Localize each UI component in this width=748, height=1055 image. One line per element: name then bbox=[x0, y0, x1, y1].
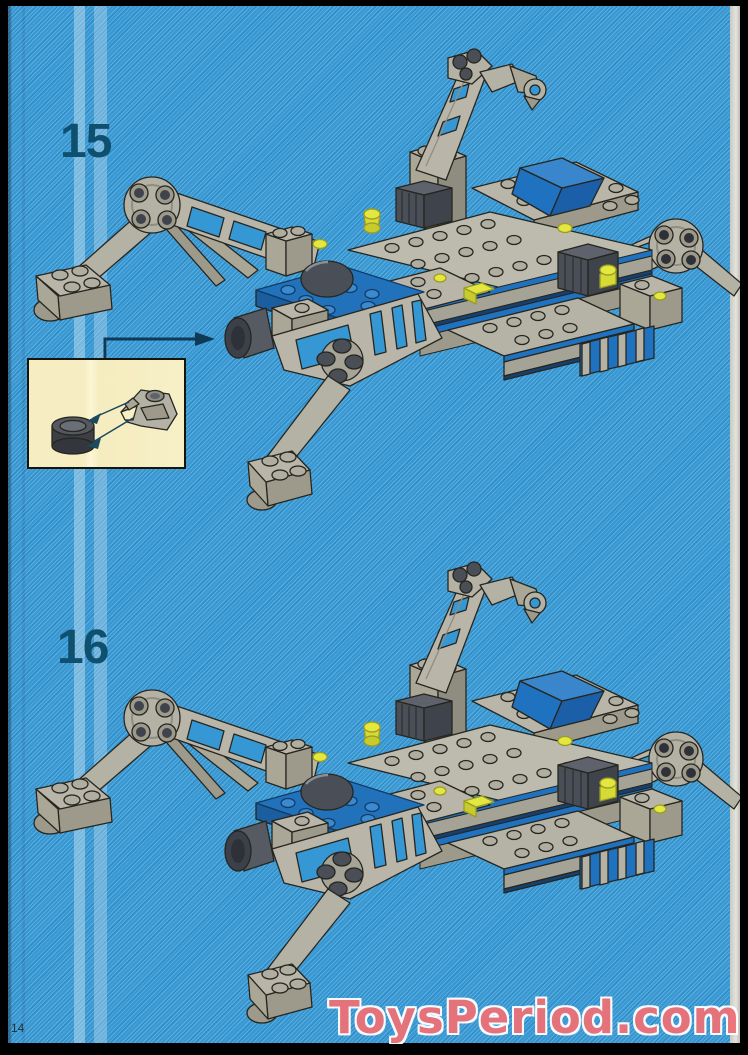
part-callout-box bbox=[27, 358, 186, 469]
claw-bracket-part bbox=[120, 389, 178, 431]
page-right-edge bbox=[730, 6, 740, 1043]
watermark-text: ToysPeriod.com bbox=[329, 991, 741, 1044]
step-15-number: 15 bbox=[60, 115, 112, 168]
step-16-model-illustration bbox=[32, 560, 740, 1025]
page-number: 14 bbox=[11, 1021, 25, 1035]
callout-part-diagram bbox=[51, 389, 178, 455]
step-16-number: 16 bbox=[57, 621, 109, 674]
assembly-arrows bbox=[87, 401, 134, 449]
wheel-drum-part bbox=[51, 416, 95, 455]
callout-arrow bbox=[103, 332, 215, 360]
arrowhead-icon bbox=[195, 332, 215, 346]
